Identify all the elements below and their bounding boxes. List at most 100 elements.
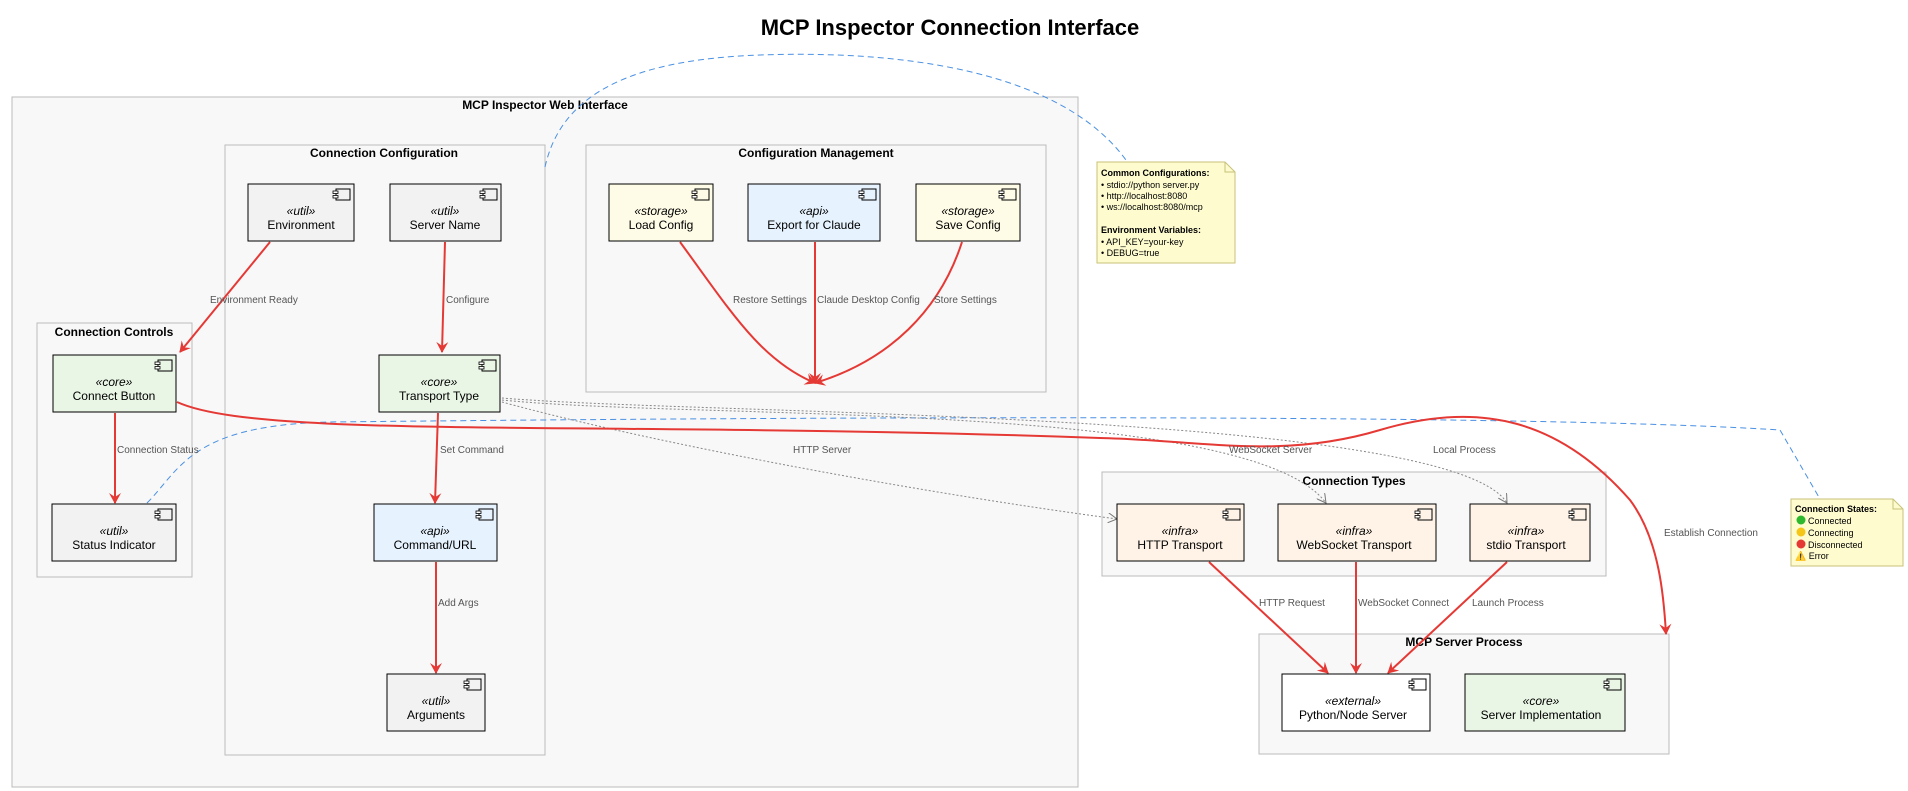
component-stereotype: «api» xyxy=(799,204,829,218)
component-environment: «util» Environment xyxy=(247,183,355,242)
edge-label: Establish Connection xyxy=(1664,528,1758,539)
package-title: MCP Server Process xyxy=(1405,635,1523,649)
note-line: • ws://localhost:8080/mcp xyxy=(1101,202,1203,212)
component-stereotype: «storage» xyxy=(941,204,995,218)
edge-label: Connection Status xyxy=(117,445,199,456)
diagram-title: MCP Inspector Connection Interface xyxy=(761,15,1140,40)
component-stereotype: «external» xyxy=(1325,694,1381,708)
component-name: stdio Transport xyxy=(1486,538,1566,552)
component-name: Python/Node Server xyxy=(1299,708,1407,722)
edge-label: Set Command xyxy=(440,445,504,456)
note-heading: Common Configurations: xyxy=(1101,168,1210,178)
component-name: Server Implementation xyxy=(1481,708,1602,722)
component-name: Arguments xyxy=(407,708,465,722)
package-title: Connection Configuration xyxy=(310,146,458,160)
edge-set-command xyxy=(429,412,442,504)
note-link xyxy=(146,417,1821,504)
green-circle-icon xyxy=(1796,515,1806,525)
component-box xyxy=(1281,673,1431,732)
package-title: Connection Controls xyxy=(55,325,174,339)
edge-http-server xyxy=(501,401,1117,519)
component-name: Save Config xyxy=(935,218,1000,232)
edge-label: Store Settings xyxy=(934,295,997,306)
component-box xyxy=(1464,673,1626,732)
edge-label: Add Args xyxy=(438,598,479,609)
component-stereotype: «util» xyxy=(431,204,460,218)
edge-launch-process xyxy=(1387,561,1508,674)
component-load-config: «storage» Load Config xyxy=(608,183,714,242)
edge-label: Local Process xyxy=(1433,445,1496,456)
yellow-circle-icon xyxy=(1796,527,1806,537)
note-connection-states: Connection States: Connected Connecting … xyxy=(1790,498,1904,567)
note-line: • DEBUG=true xyxy=(1101,248,1159,258)
component-http-transport: «infra» HTTP Transport xyxy=(1116,503,1245,562)
edge-label: WebSocket Connect xyxy=(1358,598,1449,609)
component-stereotype: «core» xyxy=(1523,694,1560,708)
edge-establish-connection xyxy=(176,401,1672,635)
edge-label: WebSocket Server xyxy=(1229,445,1313,456)
component-name: Export for Claude xyxy=(767,218,861,232)
component-server-implementation: «core» Server Implementation xyxy=(1464,673,1626,732)
component-export-for-claude: «api» Export for Claude xyxy=(747,183,881,242)
package-connection-configuration: Connection Configuration xyxy=(224,144,546,756)
edge-label: Restore Settings xyxy=(733,295,807,306)
component-stereotype: «storage» xyxy=(634,204,688,218)
component-stereotype: «util» xyxy=(100,524,129,538)
component-name: HTTP Transport xyxy=(1137,538,1223,552)
component-stereotype: «util» xyxy=(422,694,451,708)
component-stereotype: «util» xyxy=(287,204,316,218)
package-title: Connection Types xyxy=(1302,474,1405,488)
package-title: Configuration Management xyxy=(738,146,893,160)
edge-label: Claude Desktop Config xyxy=(817,295,920,306)
note-line: • API_KEY=your-key xyxy=(1101,237,1184,247)
edge-label: HTTP Request xyxy=(1259,598,1325,609)
note-common-configurations: Common Configurations: • stdio://python … xyxy=(1096,161,1236,264)
component-stereotype: «api» xyxy=(420,524,450,538)
edge-http-request xyxy=(1208,561,1329,674)
state-error-label: ⚠️ Error xyxy=(1795,550,1829,561)
edge-configure xyxy=(436,241,449,353)
red-circle-icon xyxy=(1796,539,1806,549)
component-connect-button: «core» Connect Button xyxy=(52,354,177,413)
edge-environment-ready xyxy=(179,241,271,353)
component-name: WebSocket Transport xyxy=(1296,538,1412,552)
edge-label: HTTP Server xyxy=(793,445,852,456)
component-name: Load Config xyxy=(629,218,694,232)
component-stereotype: «infra» xyxy=(1162,524,1199,538)
component-name: Server Name xyxy=(410,218,481,232)
state-connecting-label: Connecting xyxy=(1808,528,1854,538)
component-name: Transport Type xyxy=(399,389,479,403)
component-server-name: «util» Server Name xyxy=(389,183,502,242)
edge-label: Configure xyxy=(446,295,490,306)
note-link xyxy=(544,53,1127,168)
edge-restore-settings xyxy=(679,241,816,385)
component-save-config: «storage» Save Config xyxy=(915,183,1021,242)
component-box xyxy=(1277,503,1437,562)
state-disconnected-label: Disconnected xyxy=(1808,540,1863,550)
edge-label: Environment Ready xyxy=(210,295,298,306)
component-name: Connect Button xyxy=(73,389,156,403)
component-stereotype: «infra» xyxy=(1508,524,1545,538)
component-name: Command/URL xyxy=(394,538,477,552)
component-name: Environment xyxy=(267,218,335,232)
component-stereotype: «infra» xyxy=(1336,524,1373,538)
component-box xyxy=(747,183,881,242)
component-stereotype: «core» xyxy=(96,375,133,389)
component-arguments: «util» Arguments xyxy=(386,673,486,732)
component-transport-type: «core» Transport Type xyxy=(378,354,501,413)
component-stdio-transport: «infra» stdio Transport xyxy=(1469,503,1591,562)
component-websocket-transport: «infra» WebSocket Transport xyxy=(1277,503,1437,562)
note-heading: Connection States: xyxy=(1795,504,1877,514)
component-status-indicator: «util» Status Indicator xyxy=(51,503,177,562)
component-python-node-server: «external» Python/Node Server xyxy=(1281,673,1431,732)
package-title: MCP Inspector Web Interface xyxy=(462,98,628,112)
edge-websocket-server xyxy=(501,399,1326,503)
note-line: • stdio://python server.py xyxy=(1101,180,1200,190)
component-stereotype: «core» xyxy=(421,375,458,389)
note-line: • http://localhost:8080 xyxy=(1101,191,1187,201)
component-command-url: «api» Command/URL xyxy=(373,503,498,562)
edge-store-settings xyxy=(814,241,963,386)
note-heading: Environment Variables: xyxy=(1101,225,1201,235)
component-name: Status Indicator xyxy=(72,538,155,552)
edge-label: Launch Process xyxy=(1472,598,1544,609)
